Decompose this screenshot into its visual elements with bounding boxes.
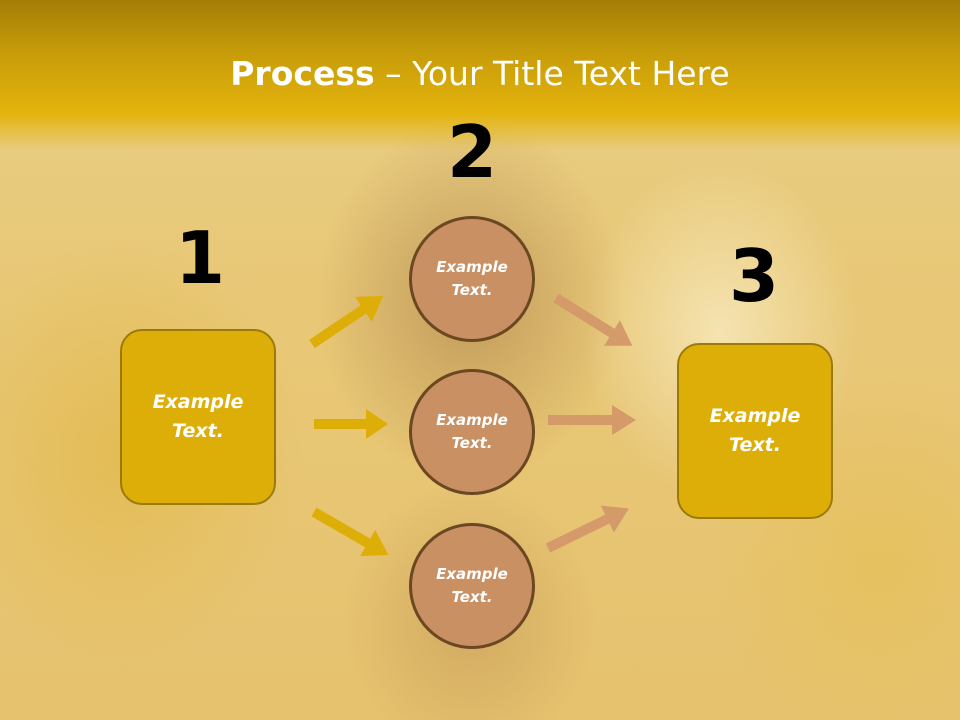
arrows-gold: [309, 295, 389, 556]
step-3-box[interactable]: Example Text.: [677, 343, 833, 519]
arrow-to-circle-bottom: [311, 507, 389, 556]
step-2-circle-middle[interactable]: Example Text.: [409, 369, 535, 495]
step-1-box[interactable]: Example Text.: [120, 329, 276, 505]
step-2-circle-bottom[interactable]: Example Text.: [409, 523, 535, 649]
slide-title: Process – Your Title Text Here: [0, 52, 960, 96]
step-3-label: Example Text.: [709, 405, 801, 456]
step-number-3: 3: [728, 234, 780, 318]
title-rest: – Your Title Text Here: [374, 54, 730, 93]
circle-top-label: Example Text.: [436, 258, 508, 299]
circle-middle-label: Example Text.: [436, 411, 508, 452]
title-band: [0, 0, 960, 150]
step-number-1: 1: [174, 216, 226, 300]
title-bold: Process: [230, 54, 375, 93]
arrow-from-circle-top: [553, 293, 633, 346]
step-1-label: Example Text.: [152, 391, 244, 442]
arrow-to-circle-top: [309, 295, 384, 349]
step-2-circle-top[interactable]: Example Text.: [409, 216, 535, 342]
circle-bottom-label: Example Text.: [436, 565, 508, 606]
arrow-to-circle-middle: [314, 409, 388, 439]
arrow-from-circle-middle: [548, 405, 636, 435]
step-number-2: 2: [446, 110, 498, 194]
arrows-tan: [545, 293, 636, 553]
arrow-from-circle-bottom: [545, 505, 629, 553]
